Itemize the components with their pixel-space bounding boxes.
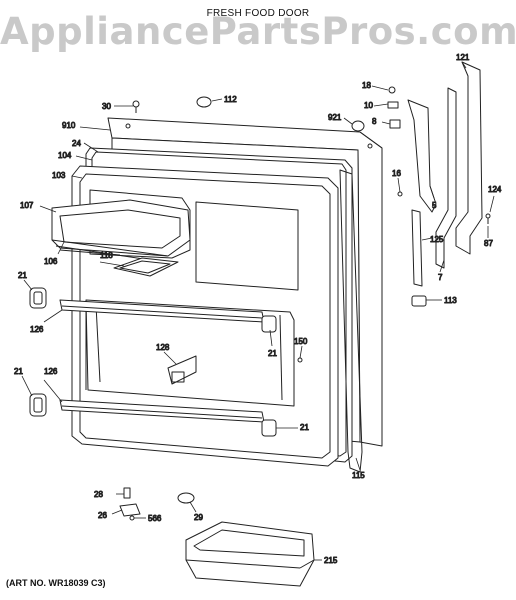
callout-21-upper-right: 21 bbox=[268, 349, 277, 358]
callout-215: 215 bbox=[324, 556, 338, 565]
part-128-bracket bbox=[167, 355, 197, 385]
diagram-title: FRESH FOOD DOOR bbox=[206, 8, 310, 19]
callout-566: 566 bbox=[148, 514, 162, 523]
callout-87: 87 bbox=[484, 239, 493, 248]
callout-8: 8 bbox=[372, 117, 377, 126]
callout-150: 150 bbox=[294, 337, 308, 346]
callout-21-lower-right: 21 bbox=[300, 423, 309, 432]
hinge-strips bbox=[407, 61, 483, 269]
shelf-end-caps bbox=[29, 287, 277, 437]
gasket-strip bbox=[339, 169, 363, 473]
callout-107: 107 bbox=[20, 201, 34, 210]
leader-lines bbox=[21, 61, 495, 561]
callout-24: 24 bbox=[72, 139, 81, 148]
callout-26: 26 bbox=[98, 511, 107, 520]
callout-16: 16 bbox=[392, 169, 401, 178]
egg-tray bbox=[113, 257, 179, 277]
bar-125 bbox=[411, 209, 423, 287]
door-bin bbox=[185, 521, 315, 587]
callout-128: 128 bbox=[156, 343, 170, 352]
callout-112: 112 bbox=[224, 95, 237, 104]
callout-30: 30 bbox=[102, 102, 111, 111]
callout-103: 103 bbox=[52, 171, 66, 180]
callout-7: 7 bbox=[438, 273, 443, 282]
callout-labels: 30 112 910 24 104 103 107 106 118 21 126… bbox=[14, 53, 503, 566]
callout-28: 28 bbox=[94, 490, 103, 499]
callout-121: 121 bbox=[456, 53, 470, 62]
callout-126-lower: 126 bbox=[44, 367, 58, 376]
callout-21-lower-left: 21 bbox=[14, 367, 23, 376]
callout-18: 18 bbox=[362, 81, 371, 90]
callout-104: 104 bbox=[58, 151, 72, 160]
callout-118: 118 bbox=[100, 251, 113, 260]
small-hardware bbox=[119, 86, 491, 521]
callout-106: 106 bbox=[44, 257, 58, 266]
callout-29: 29 bbox=[194, 513, 203, 522]
watermark: AppliancePartsPros.com bbox=[0, 10, 516, 53]
callout-126-upper: 126 bbox=[30, 325, 44, 334]
callout-10: 10 bbox=[364, 101, 373, 110]
callout-921: 921 bbox=[328, 113, 342, 122]
callout-5: 5 bbox=[432, 201, 437, 210]
callout-115: 115 bbox=[352, 471, 365, 480]
callout-910: 910 bbox=[62, 121, 76, 130]
art-number: (ART NO. WR18039 C3) bbox=[6, 578, 106, 588]
callout-113: 113 bbox=[444, 296, 457, 305]
callout-125: 125 bbox=[430, 235, 444, 244]
callout-21-upper-left: 21 bbox=[18, 271, 27, 280]
callout-124: 124 bbox=[488, 185, 502, 194]
